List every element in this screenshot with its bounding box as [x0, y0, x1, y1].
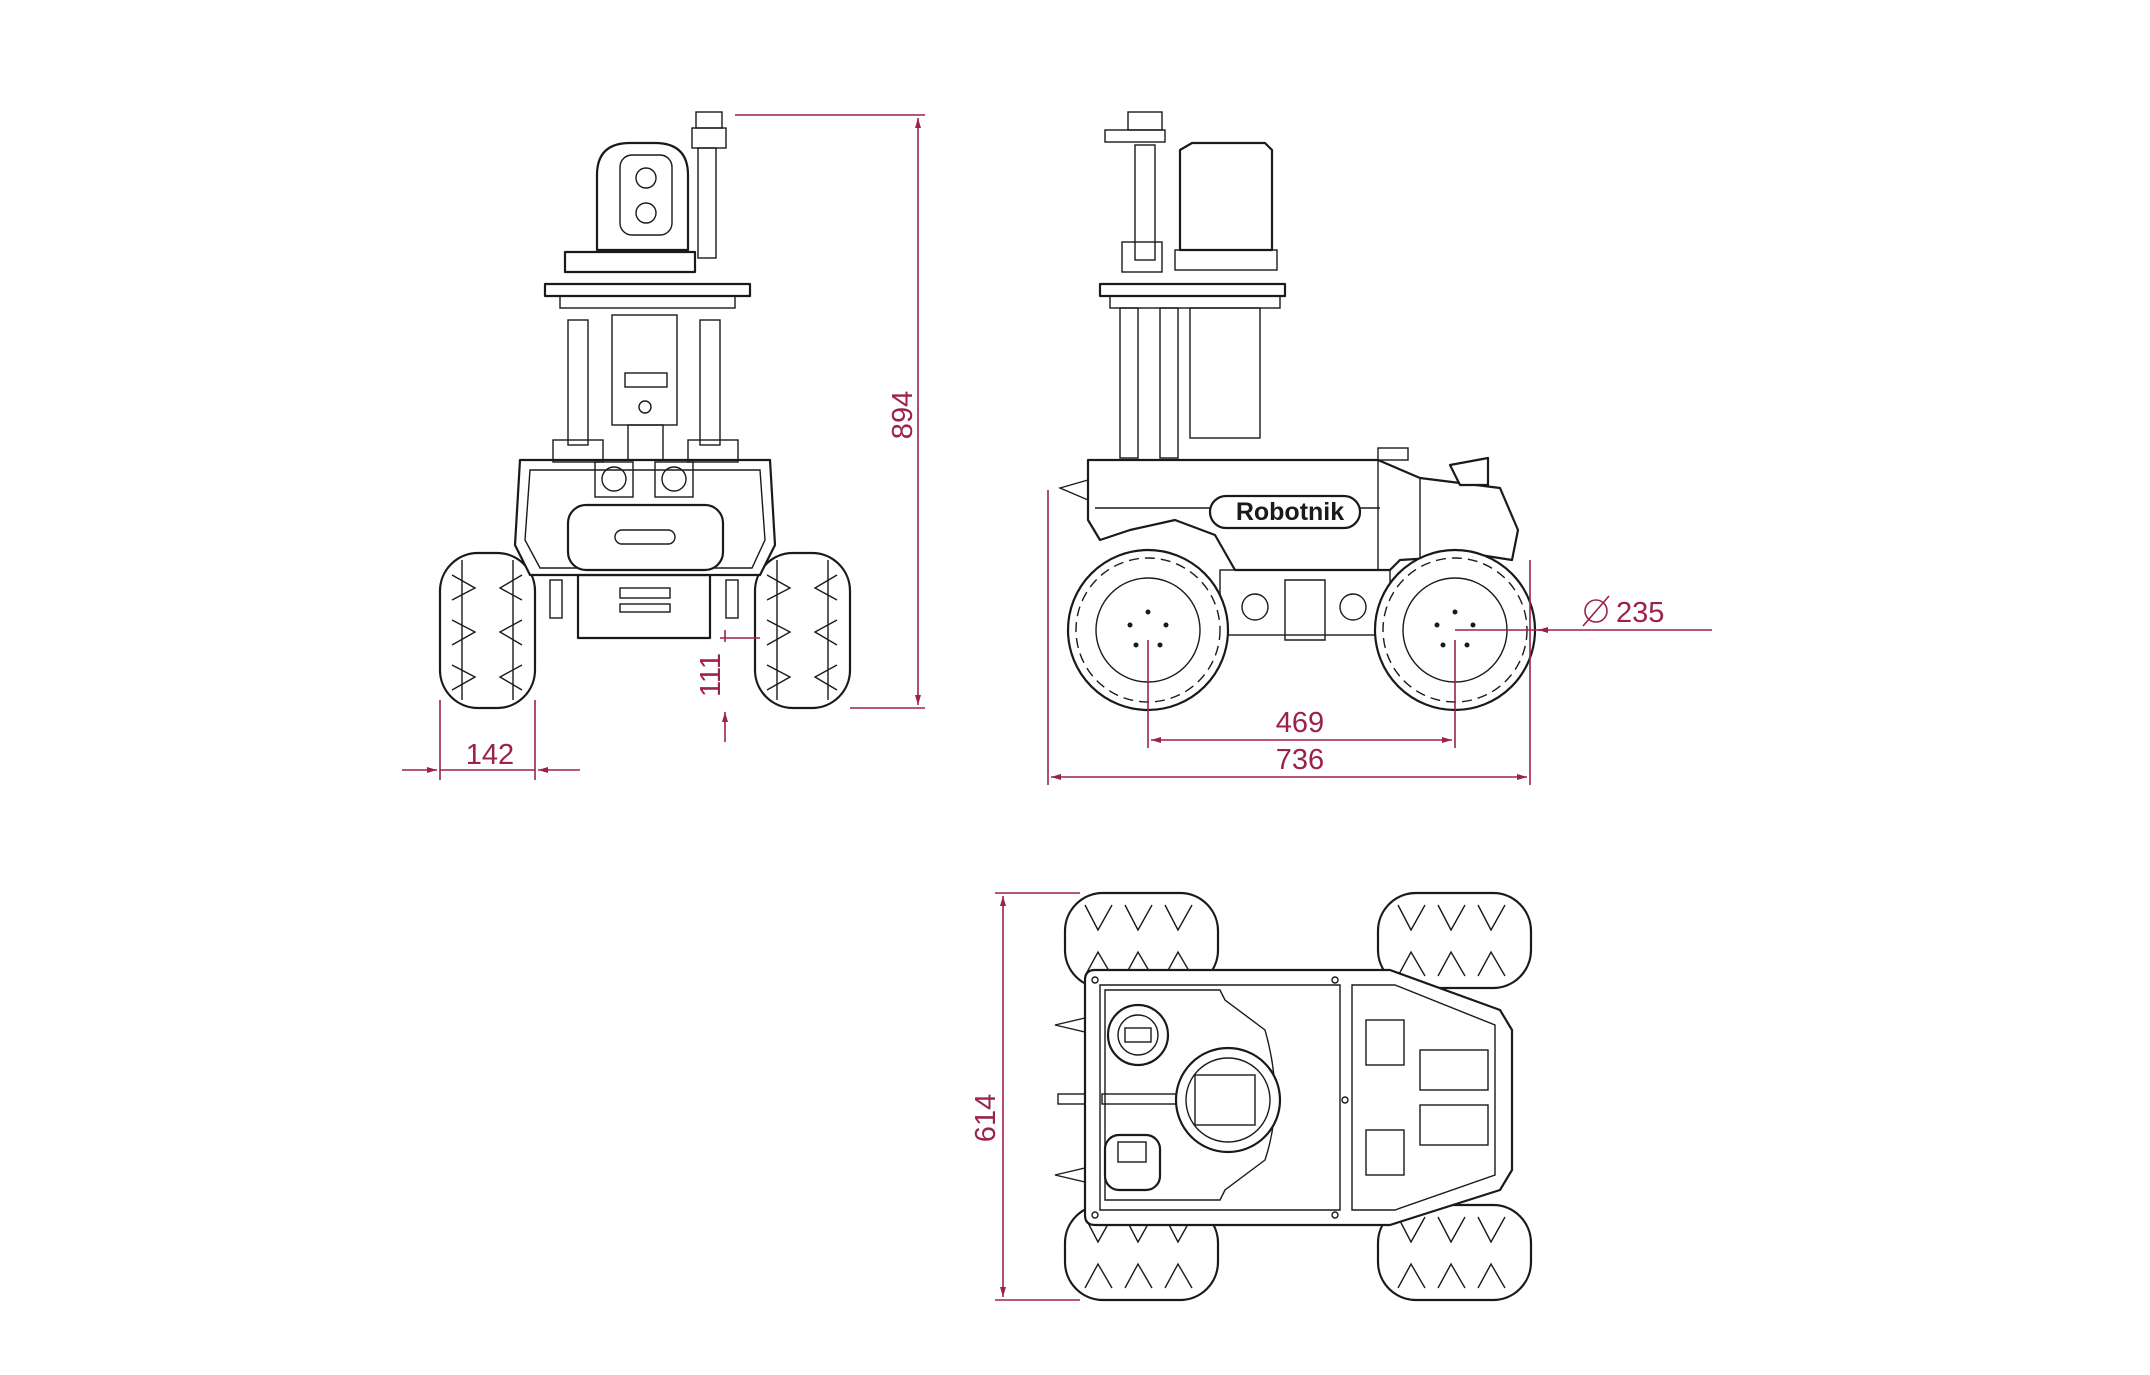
dimension-wheelbase: 469: [1147, 640, 1456, 748]
side-ptz-camera: [1178, 141, 1274, 252]
logo-badge: [1208, 494, 1362, 530]
center-column: [611, 314, 678, 426]
dimension-width: 614: [970, 892, 1080, 1301]
wheel-width-label: 142: [466, 739, 514, 771]
front-face-panel: [566, 503, 725, 572]
wheel-diameter-label: 235: [1616, 597, 1664, 629]
top-rear-right-wheel: [1376, 1203, 1533, 1302]
length-label: 736: [1276, 744, 1324, 776]
top-vent-4: [1419, 1104, 1489, 1146]
side-antenna-top: [1127, 111, 1163, 131]
ptz-camera: [595, 141, 690, 252]
side-antenna-mast: [1134, 144, 1156, 261]
width-label: 614: [970, 1094, 1002, 1142]
ground-clearance-label: 111: [695, 653, 727, 697]
front-view: [438, 111, 852, 710]
side-front-column: [1119, 307, 1139, 459]
thermal-lens-icon: [635, 202, 657, 224]
front-right-light: [725, 579, 739, 619]
antenna-top: [695, 111, 723, 129]
side-top-plate: [1098, 282, 1287, 298]
top-antenna: [1106, 1003, 1170, 1067]
connector-panel: [627, 424, 664, 461]
front-lower-chassis: [576, 573, 712, 640]
dimension-length: 736: [1047, 490, 1531, 785]
left-column: [567, 319, 589, 446]
top-vent-1: [1365, 1019, 1405, 1066]
side-rear-column: [1159, 307, 1179, 459]
top-body: [1083, 968, 1514, 1227]
wheelbase-label: 469: [1276, 707, 1324, 739]
front-left-wheel: [438, 551, 537, 710]
right-column: [699, 319, 721, 446]
side-sensor-right-icon: [1339, 593, 1367, 621]
dimension-wheel-diameter: 235: [1455, 595, 1712, 633]
front-right-wheel: [753, 551, 852, 710]
power-button-icon: [638, 400, 652, 414]
logo-text: Robotnik: [1236, 498, 1344, 526]
dimension-height: 894: [735, 114, 925, 709]
top-vent-2: [1365, 1129, 1405, 1176]
top-vent-3: [1419, 1049, 1489, 1091]
antenna-mast: [697, 147, 717, 259]
top-plate: [543, 282, 752, 298]
right-fan: [654, 461, 694, 498]
left-fan: [594, 461, 634, 498]
ptz-base: [563, 250, 697, 274]
camera-lens-icon: [635, 167, 657, 189]
front-left-light: [549, 579, 563, 619]
dimension-wheel-width: 142: [402, 700, 580, 780]
top-view: [1054, 891, 1533, 1302]
top-rear-left-wheel: [1376, 891, 1533, 990]
top-ptz-camera: [1174, 1046, 1282, 1154]
side-view: Robotnik: [1057, 111, 1537, 712]
side-sensor-left-icon: [1241, 593, 1269, 621]
height-label: 894: [887, 391, 919, 439]
side-center-column: [1189, 307, 1261, 439]
dimension-ground-clearance: 111: [695, 630, 760, 742]
